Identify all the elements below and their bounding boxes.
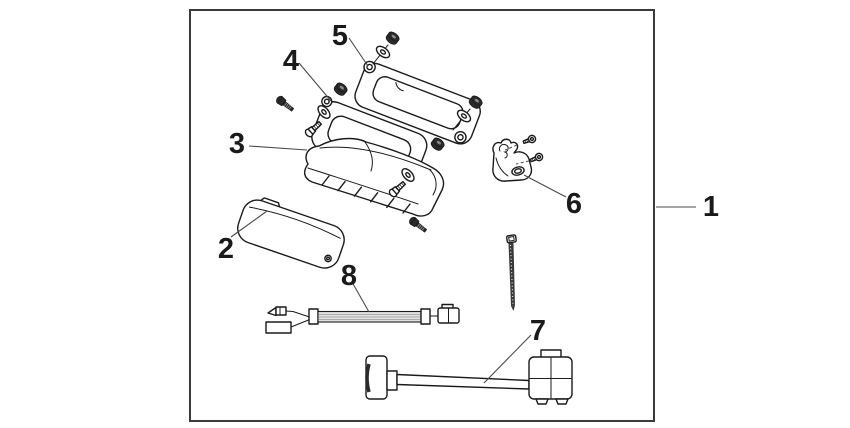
part-cable-tie: [505, 234, 517, 311]
grille-slat: [353, 186, 363, 197]
plate-inner-notch: [395, 81, 404, 92]
leader-line-4: [298, 62, 332, 102]
callout-3: 3: [229, 128, 245, 160]
connector-foot-right: [555, 398, 569, 405]
hex-nut: [332, 80, 350, 98]
harness-wire-upper: [292, 311, 312, 318]
plate-outline: [354, 62, 481, 145]
screw-alignment-dash: [515, 160, 530, 165]
bracket-screw: [521, 133, 538, 147]
sleeve-hatching: [319, 314, 420, 320]
lens-top-line: [248, 206, 341, 239]
bullet-terminal-stub: [285, 310, 294, 312]
housing-grille-slats: [321, 175, 411, 214]
callout-2: 2: [218, 233, 234, 265]
housing-right-inner-edge: [429, 169, 437, 196]
callout-5: 5: [332, 20, 348, 52]
cable-collar: [386, 370, 398, 391]
part-mounting-plate: [354, 60, 481, 145]
hex-nut: [384, 29, 402, 47]
flange-bolt: [407, 215, 429, 235]
bracket-oval-hole: [511, 166, 525, 176]
connector-foot-left: [535, 398, 549, 405]
callout-6: 6: [566, 188, 582, 220]
grille-slat: [386, 197, 395, 209]
housing-outline: [303, 137, 445, 217]
leader-line-5: [348, 37, 369, 67]
diagram-frame-border: [189, 9, 655, 422]
cable-tube: [396, 373, 530, 390]
harness-wire-lower: [290, 318, 312, 328]
callout-leaders: [230, 37, 696, 384]
callout-8: 8: [341, 260, 357, 292]
grille-slat: [321, 175, 330, 186]
leader-line-7: [483, 334, 532, 384]
flange-bolt: [274, 94, 296, 114]
leader-line-8: [351, 281, 370, 313]
cable-tie-head: [505, 234, 517, 244]
cable-left-connector: [365, 355, 388, 400]
bracket-hook-detail: [499, 144, 509, 159]
leader-line-2: [230, 210, 268, 238]
callout-labels: 1 2 3 4 5 6 7 8: [218, 20, 719, 347]
callout-7: 7: [530, 315, 546, 347]
flat-washer: [373, 43, 393, 61]
lens-outline: [237, 199, 345, 269]
cable-tie-strap: [508, 243, 515, 306]
fastener-hardware: [274, 29, 545, 235]
callout-4: 4: [283, 45, 299, 77]
bullet-terminal-tip: [267, 306, 277, 317]
spade-connector: [265, 321, 292, 334]
connector-shading: [365, 363, 371, 393]
grille-slat: [337, 180, 346, 192]
part-lens-cover: [237, 197, 345, 269]
sleeve-band-right: [420, 308, 431, 325]
housing-divider-line: [364, 141, 373, 172]
part-cable-assembly: [365, 349, 573, 405]
part-stay-bracket: [492, 138, 533, 182]
screw-alignment-dash: [504, 144, 518, 151]
bracket-inner-line: [495, 157, 509, 177]
part-sub-harness: [265, 303, 460, 334]
leader-line-6: [523, 174, 567, 198]
bracket-screw: [528, 151, 545, 165]
housing-grille-band: [307, 167, 419, 205]
bullet-terminal-body: [275, 306, 287, 316]
part-lamp-housing: [303, 137, 445, 217]
grille-slat: [402, 203, 411, 214]
gasket-eyelet-top: [321, 95, 333, 108]
callout-1: 1: [703, 191, 719, 223]
right-connector-cross: [529, 357, 572, 399]
cable-tie-tip: [511, 305, 515, 311]
leader-line-3: [248, 145, 308, 151]
sleeve-band-left: [308, 308, 319, 325]
housing-top-edge: [319, 146, 432, 171]
grille-slat: [369, 192, 379, 203]
lens-screw-boss: [324, 254, 332, 263]
plate-eyelet-bottom: [454, 130, 467, 144]
bracket-outline: [492, 138, 533, 182]
